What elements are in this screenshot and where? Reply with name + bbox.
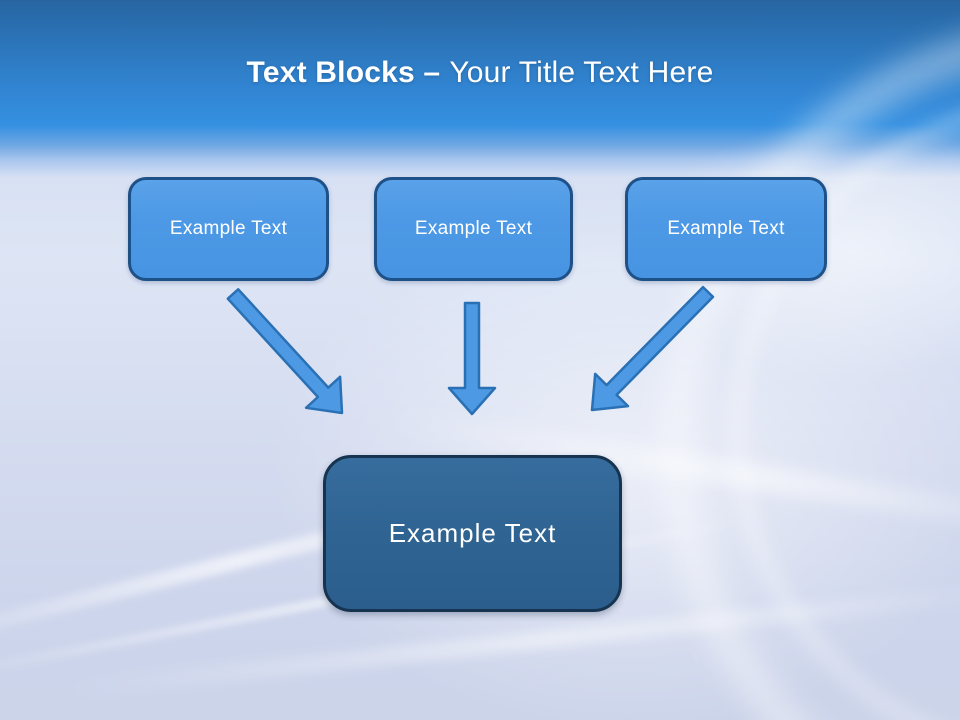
- arrow-down-right-icon[interactable]: [226, 288, 344, 415]
- slide-title-bold: Text Blocks –: [246, 56, 441, 89]
- arrow-down-icon[interactable]: [447, 301, 497, 416]
- example-text-box-3[interactable]: Example Text: [625, 177, 827, 281]
- example-text-box-label: Example Text: [667, 218, 785, 239]
- slide-title[interactable]: Text Blocks –Your Title Text Here: [0, 56, 960, 90]
- slide-title-regular: Your Title Text Here: [449, 56, 714, 89]
- example-text-box-label: Example Text: [414, 218, 533, 239]
- example-text-box-label: Example Text: [169, 218, 288, 239]
- arrow-down-left-icon[interactable]: [590, 285, 715, 412]
- example-text-box-2[interactable]: Example Text: [374, 177, 573, 281]
- summary-text-box-label: Example Text: [388, 518, 557, 548]
- example-text-box-1[interactable]: Example Text: [128, 177, 329, 281]
- summary-text-box[interactable]: Example Text: [323, 455, 622, 612]
